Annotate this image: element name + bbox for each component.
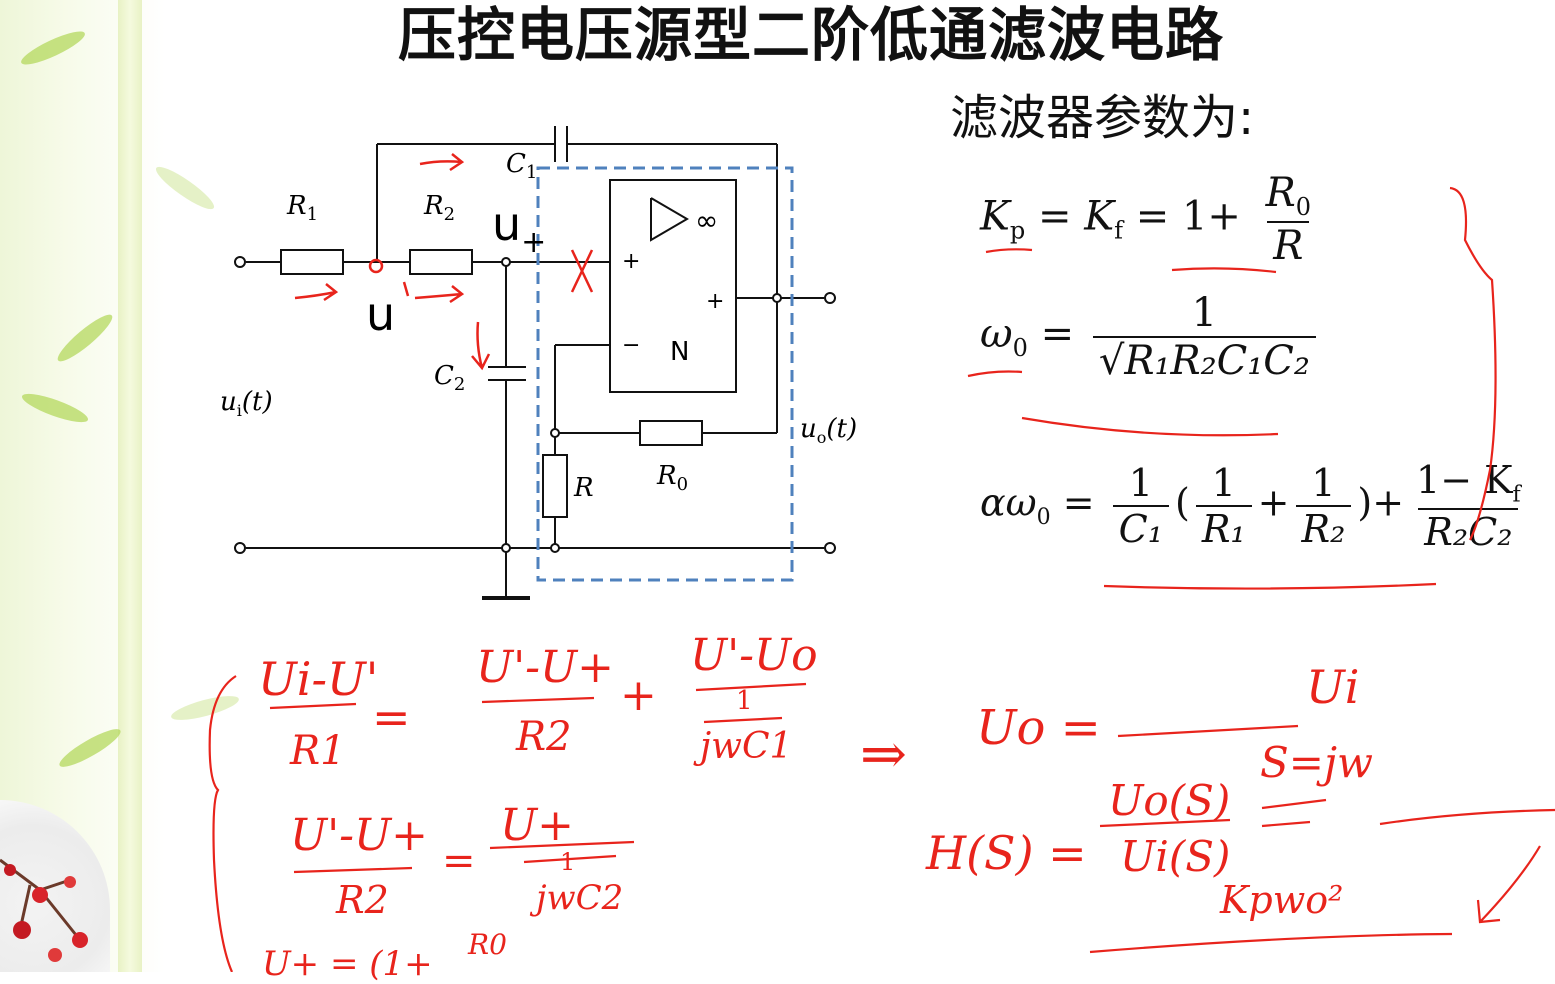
input-terminal <box>234 256 246 268</box>
hw-eq1-t2-den: jwC1 <box>700 726 793 767</box>
output-terminal <box>824 292 836 304</box>
hw-eq1-plus: + <box>620 670 657 721</box>
label-ui: ui(t) <box>220 387 273 420</box>
hw-eq3-r0: R0 <box>468 928 507 961</box>
label-c1: C1 <box>506 149 537 183</box>
hw-kp-w0: Kpwo² <box>1220 878 1344 922</box>
hw-eq2-rhs-den: jwC2 <box>536 878 624 918</box>
node-u-plus <box>501 257 511 267</box>
opamp-minus-input: − <box>622 333 640 358</box>
opamp-infinity-label: ∞ <box>695 204 718 237</box>
hw-eq2-rhs-mid: 1 <box>560 848 576 876</box>
hw-implies: ⇒ <box>860 722 907 787</box>
hw-h-lhs: H(S) = <box>926 826 1087 880</box>
hw-eq1-lhs-num: Ui-U' <box>258 652 379 706</box>
filter-params-label: 滤波器参数为: <box>950 90 1255 146</box>
opamp-plus-output: + <box>706 289 724 314</box>
output-ground-terminal <box>824 542 836 554</box>
hw-h-den: Ui(S) <box>1120 832 1231 881</box>
hw-eq3-partial: U+ = (1+ <box>262 944 433 984</box>
op-amp-stage-box <box>536 166 794 582</box>
node-inverting <box>550 428 560 438</box>
plum-blossom-decoration <box>0 800 110 972</box>
hw-eq1-lhs-den: R1 <box>290 728 346 774</box>
label-u-plus: u+ <box>492 197 546 260</box>
node-output <box>772 293 782 303</box>
label-uo: uo(t) <box>800 414 857 447</box>
node-ground-r <box>550 543 560 553</box>
hw-eq1-t2-mid: 1 <box>736 686 753 716</box>
input-ground-terminal <box>234 542 246 554</box>
label-r0: R0 <box>656 461 688 495</box>
formula-w0: ω0 = 1√R₁R₂C₁C₂ <box>980 290 1322 384</box>
label-r: R <box>573 473 594 503</box>
hw-s-jw: S=jw <box>1260 738 1373 787</box>
hw-uo-eq: Uo = <box>976 700 1101 756</box>
hw-h-num: Uo(S) <box>1108 776 1231 825</box>
plum-blossom-icon <box>0 858 88 962</box>
hw-eq1-equals: = <box>372 690 411 744</box>
opamp-plus-input: + <box>622 249 640 274</box>
label-u-prime: u <box>366 287 395 341</box>
hw-eq1-t1-den: R2 <box>516 714 572 760</box>
hw-eq2-equals: = <box>442 838 476 884</box>
label-r2: R2 <box>423 191 455 225</box>
opamp-node-label: N <box>670 337 689 367</box>
bamboo-decoration <box>118 0 142 972</box>
circuit-red-annotations <box>294 153 594 371</box>
label-r1: R1 <box>286 191 318 225</box>
slide-title: 压控电压源型二阶低通滤波电路 <box>398 1 1225 69</box>
hw-eq2-rhs-num: U+ <box>500 800 574 851</box>
hw-eq2-lhs-num: U'-U+ <box>290 810 428 861</box>
label-c2: C2 <box>434 361 465 395</box>
hw-eq1-t2-num: U'-Uo <box>690 630 818 681</box>
hw-eq1-t1-num: U'-U+ <box>476 642 614 693</box>
node-ground-c2 <box>501 543 511 553</box>
hw-ui-num: Ui <box>1306 660 1360 714</box>
hw-eq2-lhs-den: R2 <box>336 878 389 922</box>
